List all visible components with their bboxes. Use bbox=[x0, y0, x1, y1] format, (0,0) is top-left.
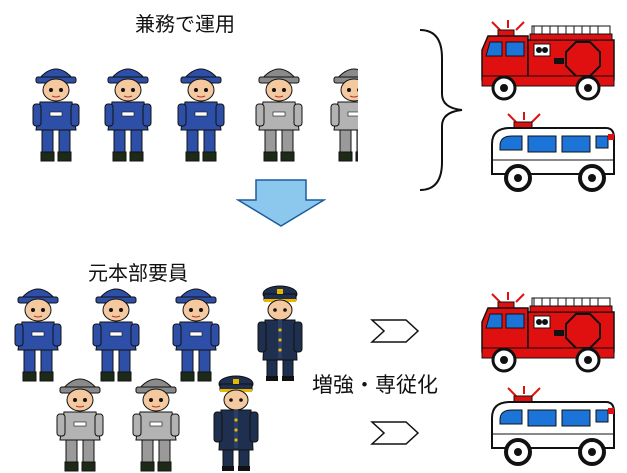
officer-icon bbox=[257, 285, 303, 382]
firefighter-blue-icon bbox=[32, 68, 80, 162]
curly-brace-icon bbox=[419, 29, 463, 191]
chevron-right-icon bbox=[370, 319, 420, 343]
firefighter-gray-icon bbox=[132, 378, 180, 472]
fire-engine-icon bbox=[480, 18, 616, 101]
firefighter-blue-icon bbox=[104, 68, 152, 162]
ambulance-icon bbox=[490, 384, 616, 466]
fire-engine-icon bbox=[480, 290, 616, 373]
officer-icon bbox=[213, 375, 259, 472]
bottom-personnel-row-1 bbox=[14, 285, 303, 382]
caption-former-headquarters-staff: 元本部要員 bbox=[88, 261, 188, 285]
bottom-personnel-row-2 bbox=[56, 375, 259, 472]
firefighter-gray-icon bbox=[56, 378, 104, 472]
down-arrow-icon bbox=[236, 179, 326, 227]
top-personnel-row bbox=[32, 68, 358, 162]
caption-strengthen-dedicate: 増強・専従化 bbox=[312, 373, 438, 397]
firefighter-blue-icon bbox=[92, 288, 140, 382]
ambulance-icon bbox=[490, 110, 616, 192]
chevron-right-icon bbox=[370, 421, 420, 445]
firefighter-gray-icon bbox=[330, 68, 358, 162]
caption-concurrent-operation: 兼務で運用 bbox=[135, 12, 235, 36]
firefighter-blue-icon bbox=[172, 288, 220, 382]
firefighter-blue-icon bbox=[14, 288, 62, 382]
firefighter-blue-icon bbox=[177, 68, 225, 162]
firefighter-gray-icon bbox=[255, 68, 303, 162]
